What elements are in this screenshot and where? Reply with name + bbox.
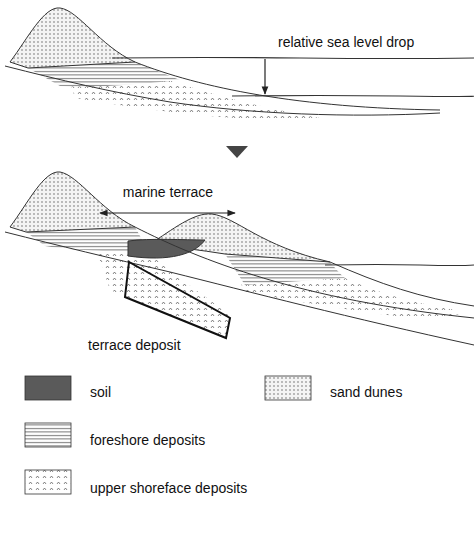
annotation-label: marine terrace <box>123 184 213 200</box>
sea-level-old <box>112 58 474 59</box>
sand-dune <box>10 8 135 68</box>
sea-level <box>325 265 474 266</box>
sea-level-new <box>232 96 474 97</box>
sea-level-drop-arrow <box>264 59 265 94</box>
legend-swatch <box>25 376 71 400</box>
annotation-label: terrace deposit <box>88 337 181 353</box>
legend-label: foreshore deposits <box>90 432 205 448</box>
terrace-deposit-outline <box>125 262 230 338</box>
legend-label: sand dunes <box>330 384 402 400</box>
seafloor-line <box>330 262 474 306</box>
legend-swatch <box>25 423 71 447</box>
legend-swatch <box>265 376 311 400</box>
terrace-extent-arrow <box>100 212 235 213</box>
legend-swatch <box>25 470 71 494</box>
annotation-label: relative sea level drop <box>278 34 414 50</box>
old-upper-shoreface-layer <box>95 246 232 338</box>
old-seafloor-line <box>135 227 474 318</box>
old-sand-dune <box>10 172 135 232</box>
seafloor-line <box>135 62 440 110</box>
legend-label: upper shoreface deposits <box>90 480 247 496</box>
substrate-line <box>5 232 474 345</box>
legend-label: soil <box>90 384 111 400</box>
sequence-triangle <box>226 146 248 158</box>
